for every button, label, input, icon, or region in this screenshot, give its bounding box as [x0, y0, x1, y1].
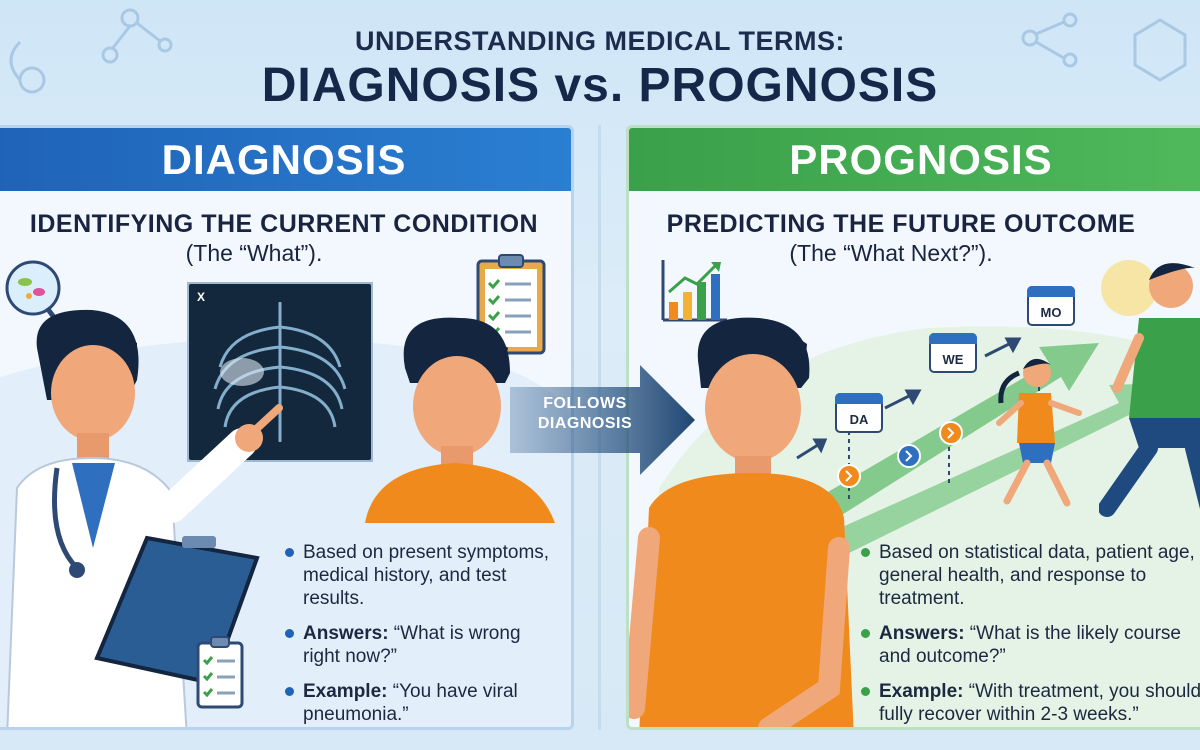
chest-xray-image: [187, 282, 373, 462]
bullet-dot: [861, 687, 870, 696]
follows-arrow-line1: FOLLOWS: [543, 395, 627, 412]
prognosis-banner: PROGNOSIS: [629, 128, 1200, 191]
diagnosis-example-label: Example:: [303, 681, 388, 702]
prognosis-subparen: (The “What Next?”).: [789, 240, 993, 266]
petri-dish-icon: [5, 260, 61, 326]
bullet-dot: [285, 687, 294, 696]
prognosis-panel: PROGNOSIS PREDICTING THE FUTURE OUTCOME …: [626, 125, 1200, 730]
small-clipboard-icon: [196, 636, 244, 709]
growth-chart-icon: [661, 260, 727, 322]
prognosis-example-text: “With treatment, you should fully recove…: [879, 681, 1200, 725]
calendar-month-label: MO: [1040, 305, 1062, 320]
diagnosis-bullet-example: Example: “You have viral pneumonia.”: [285, 680, 555, 726]
prognosis-subheading: PREDICTING THE FUTURE OUTCOME: [666, 210, 1136, 238]
molecule-decoration-right: [1021, 12, 1187, 82]
prognosis-answers-text: “What is the likely course and outcome?”: [879, 623, 1181, 667]
bullet-dot: [861, 629, 870, 638]
prognosis-bullet-basis: Based on statistical data, patient age, …: [861, 541, 1200, 610]
calendar-week-icon: WE: [929, 333, 977, 373]
calendar-day-icon: DA: [835, 393, 883, 433]
title-main: DIAGNOSIS vs. PROGNOSIS: [261, 59, 939, 112]
calendar-day-label: DA: [849, 412, 869, 427]
patient-illustration: [365, 317, 555, 523]
prognosis-bullet-example: Example: “With treatment, you should ful…: [861, 680, 1200, 726]
diagnosis-bullet-basis-text: Based on present symptoms, medical histo…: [303, 542, 550, 609]
bullet-dot: [285, 629, 294, 638]
diagnosis-example-text: “You have viral pneumonia.”: [303, 681, 518, 725]
follows-arrow-line2: DIAGNOSIS: [537, 415, 633, 432]
follows-diagnosis-arrow: [510, 365, 695, 475]
diagnosis-panel: DIAGNOSIS IDENTIFYING THE CURRENT CONDIT…: [0, 125, 574, 730]
prognosis-bullet-basis-text: Based on statistical data, patient age, …: [879, 542, 1195, 609]
running-adult-illustration: [1099, 260, 1200, 517]
diagnosis-bullet-answers: Answers: “What is wrong right now?”: [285, 622, 555, 668]
bullet-dot: [861, 548, 870, 557]
prognosis-example-label: Example:: [879, 681, 964, 702]
diagnosis-bullets: Based on present symptoms, medical histo…: [285, 541, 555, 727]
diagnosis-banner: DIAGNOSIS: [0, 128, 571, 191]
doctor-illustration: [6, 309, 283, 727]
xray-label: X: [197, 290, 206, 304]
diagnosis-subparen: (The “What”).: [185, 240, 323, 266]
diagnosis-bullet-basis: Based on present symptoms, medical histo…: [285, 541, 555, 610]
diagnosis-answers-text: “What is wrong right now?”: [303, 623, 521, 667]
prognosis-bullet-answers: Answers: “What is the likely course and …: [861, 622, 1200, 668]
title-small: UNDERSTANDING MEDICAL TERMS:: [355, 26, 845, 56]
molecule-decoration-left: [9, 8, 173, 94]
prognosis-bullets: Based on statistical data, patient age, …: [861, 541, 1200, 727]
bullet-dot: [285, 548, 294, 557]
timeline-markers: [837, 421, 963, 488]
diagnosis-answers-label: Answers:: [303, 623, 389, 644]
timeline-connector-arrows: [796, 337, 1022, 460]
recovering-patient-illustration: [629, 317, 854, 727]
diagnosis-subheading: IDENTIFYING THE CURRENT CONDITION: [29, 210, 539, 238]
calendar-week-label: WE: [942, 352, 964, 367]
calendar-month-icon: MO: [1027, 286, 1075, 326]
running-child-illustration: [996, 358, 1082, 507]
prognosis-answers-label: Answers:: [879, 623, 965, 644]
